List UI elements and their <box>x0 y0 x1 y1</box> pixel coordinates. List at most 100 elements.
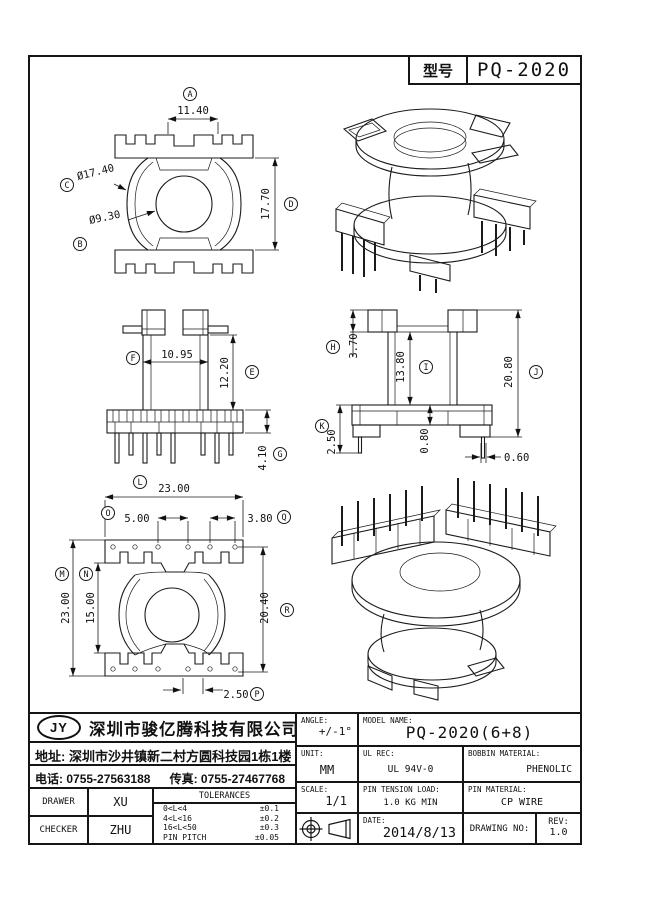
mark-l: L <box>137 478 142 488</box>
dim-front-outer-dia: Ø17.40 <box>76 162 116 183</box>
angle-cell: ANGLE: +/-1° <box>295 712 359 747</box>
company-cell: JY 深圳市骏亿腾科技有限公司 <box>28 712 297 743</box>
tol-range: 0<L<4 <box>163 804 188 813</box>
dim-plan-pitch-left: 5.00 <box>124 513 149 525</box>
dim-plan-inner-height: 15.00 <box>85 592 97 624</box>
mark-a: A <box>187 90 192 100</box>
drawing-no-label: DRAWING NO: <box>469 823 530 834</box>
tolerance-row: 4<L<16 ±0.2 <box>154 814 295 824</box>
isometric-upright-view-drawing <box>335 108 537 293</box>
phone-label: 电话: <box>35 772 63 786</box>
pin-material-cell: PIN MATERIAL: CP WIRE <box>462 781 582 814</box>
iso-top-outline <box>335 108 537 293</box>
dim-side-left-col-width: 10.95 <box>161 349 193 361</box>
model-name-label: MODEL NAME: <box>363 716 413 725</box>
model-name-value: PQ-2020(6+8) <box>405 723 534 742</box>
scale-cell: SCALE: 1/1 <box>295 781 359 814</box>
phone-value: 0755-27563188 <box>66 772 151 786</box>
mark-k: K <box>319 422 325 432</box>
dim-side-right-mid-height: 13.80 <box>395 351 407 383</box>
address-cell: 地址: 深圳市沙井镇新二村方圆科技园1栋1楼 <box>28 741 297 766</box>
drawing-no-cell: DRAWING NO: <box>462 812 537 845</box>
model-tag-value-cell: PQ-2020 <box>466 55 582 85</box>
dim-side-right-pin-length: 2.50 <box>326 429 338 454</box>
side-right-dimensions: H 3.70 I 13.80 J 20.80 K 2.50 0.80 0.60 <box>315 309 543 464</box>
mark-d: D <box>288 200 293 210</box>
fax-value: 0755-27467768 <box>200 772 285 786</box>
tol-range: 16<L<50 <box>163 823 197 832</box>
mark-h: H <box>330 343 335 353</box>
scale-label: SCALE: <box>301 785 329 794</box>
tolerance-row: 16<L<50 ±0.3 <box>154 823 295 833</box>
mark-p: P <box>254 690 259 700</box>
checker-label-cell: CHECKER <box>28 815 89 845</box>
drawer-label-cell: DRAWER <box>28 787 89 817</box>
bobbin-material-value: PHENOLIC <box>526 764 572 775</box>
dim-side-right-flange-height: 3.70 <box>348 333 360 358</box>
dim-plan-pitch-right: 3.80 <box>247 513 272 525</box>
address-label: 地址: <box>35 749 66 764</box>
tolerance-row: 0<L<4 ±0.1 <box>154 804 295 814</box>
mark-q: Q <box>281 513 286 523</box>
unit-value: MM <box>319 763 335 777</box>
plan-outline <box>104 539 244 677</box>
mark-g: G <box>277 450 282 460</box>
company-logo: JY <box>37 715 81 740</box>
model-name-cell: MODEL NAME: PQ-2020(6+8) <box>357 712 582 747</box>
side-right-outline <box>351 309 493 459</box>
mark-j: J <box>533 368 538 378</box>
drawer-value: XU <box>113 795 128 809</box>
dim-side-left-col-height: 12.20 <box>219 357 231 389</box>
dim-front-hole-dia: Ø9.30 <box>88 209 121 227</box>
tol-range: 4<L<16 <box>163 813 192 823</box>
tolerance-row: PIN PITCH ±0.05 <box>154 833 295 843</box>
tol-value: ±0.2 <box>259 813 279 823</box>
pin-tension-label: PIN TENSION LOAD: <box>363 785 440 794</box>
pin-tension-cell: PIN TENSION LOAD: 1.0 KG MIN <box>357 781 464 814</box>
tol-value: ±0.05 <box>254 832 279 842</box>
side-view-right-drawing: H 3.70 I 13.80 J 20.80 K 2.50 0.80 0.60 <box>315 309 543 464</box>
unit-cell: UNIT: MM <box>295 745 359 783</box>
mark-e: E <box>249 368 254 378</box>
pin-tension-value: 1.0 KG MIN <box>383 798 438 808</box>
phone-fax-cell: 电话: 0755-27563188 传真: 0755-27467768 <box>28 764 297 789</box>
bobbin-material-cell: BOBBIN MATERIAL: PHENOLIC <box>462 745 582 783</box>
ul-rec-cell: UL REC: UL 94V-0 <box>357 745 464 783</box>
dim-side-right-flange-thickness: 0.80 <box>419 428 431 453</box>
mark-o: O <box>105 509 110 519</box>
tol-range: PIN PITCH <box>163 832 207 842</box>
company-name: 深圳市骏亿腾科技有限公司 <box>89 720 297 739</box>
drawer-label: DRAWER <box>42 797 75 807</box>
dim-plan-top-width: 23.00 <box>158 483 190 495</box>
isometric-inverted-view-drawing <box>331 478 557 701</box>
date-value: 2014/8/13 <box>382 825 456 841</box>
mark-b: B <box>77 240 82 250</box>
ul-rec-value: UL 94V-0 <box>387 764 434 775</box>
front-view-drawing: A 11.40 D 17.70 C Ø17.40 B Ø9.30 <box>60 87 298 274</box>
date-label: DATE: <box>363 816 386 825</box>
rev-value: 1.0 <box>549 827 568 838</box>
model-tag-label-cell: 型号 <box>408 55 468 85</box>
plan-view-drawing: L 23.00 O 5.00 Q 3.80 M 23.00 N 15.00 <box>55 475 294 701</box>
mark-r: R <box>284 606 290 616</box>
mark-n: N <box>83 570 88 580</box>
mark-f: F <box>130 354 135 364</box>
mark-i: I <box>423 363 428 373</box>
unit-label: UNIT: <box>301 749 324 758</box>
mark-m: M <box>59 570 64 580</box>
side-view-left-drawing: F 10.95 E 12.20 G 4.10 <box>106 309 287 471</box>
dim-side-left-base-height: 4.10 <box>257 445 269 470</box>
dim-front-top-width: 11.40 <box>177 105 209 117</box>
drawer-value-cell: XU <box>87 787 154 817</box>
dim-plan-edge-offset: 2.50 <box>223 689 248 701</box>
dim-side-right-total-height: 20.80 <box>503 356 515 388</box>
angle-label: ANGLE: <box>301 716 329 725</box>
plan-dimensions: L 23.00 O 5.00 Q 3.80 M 23.00 N 15.00 <box>55 475 294 701</box>
pin-material-label: PIN MATERIAL: <box>468 785 527 794</box>
fax-label: 传真: <box>169 772 198 786</box>
tol-value: ±0.3 <box>259 823 279 832</box>
side-left-outline <box>106 309 244 464</box>
dim-side-right-pin-width: 0.60 <box>504 452 529 464</box>
fax-group: 传真: 0755-27467768 <box>170 770 285 787</box>
